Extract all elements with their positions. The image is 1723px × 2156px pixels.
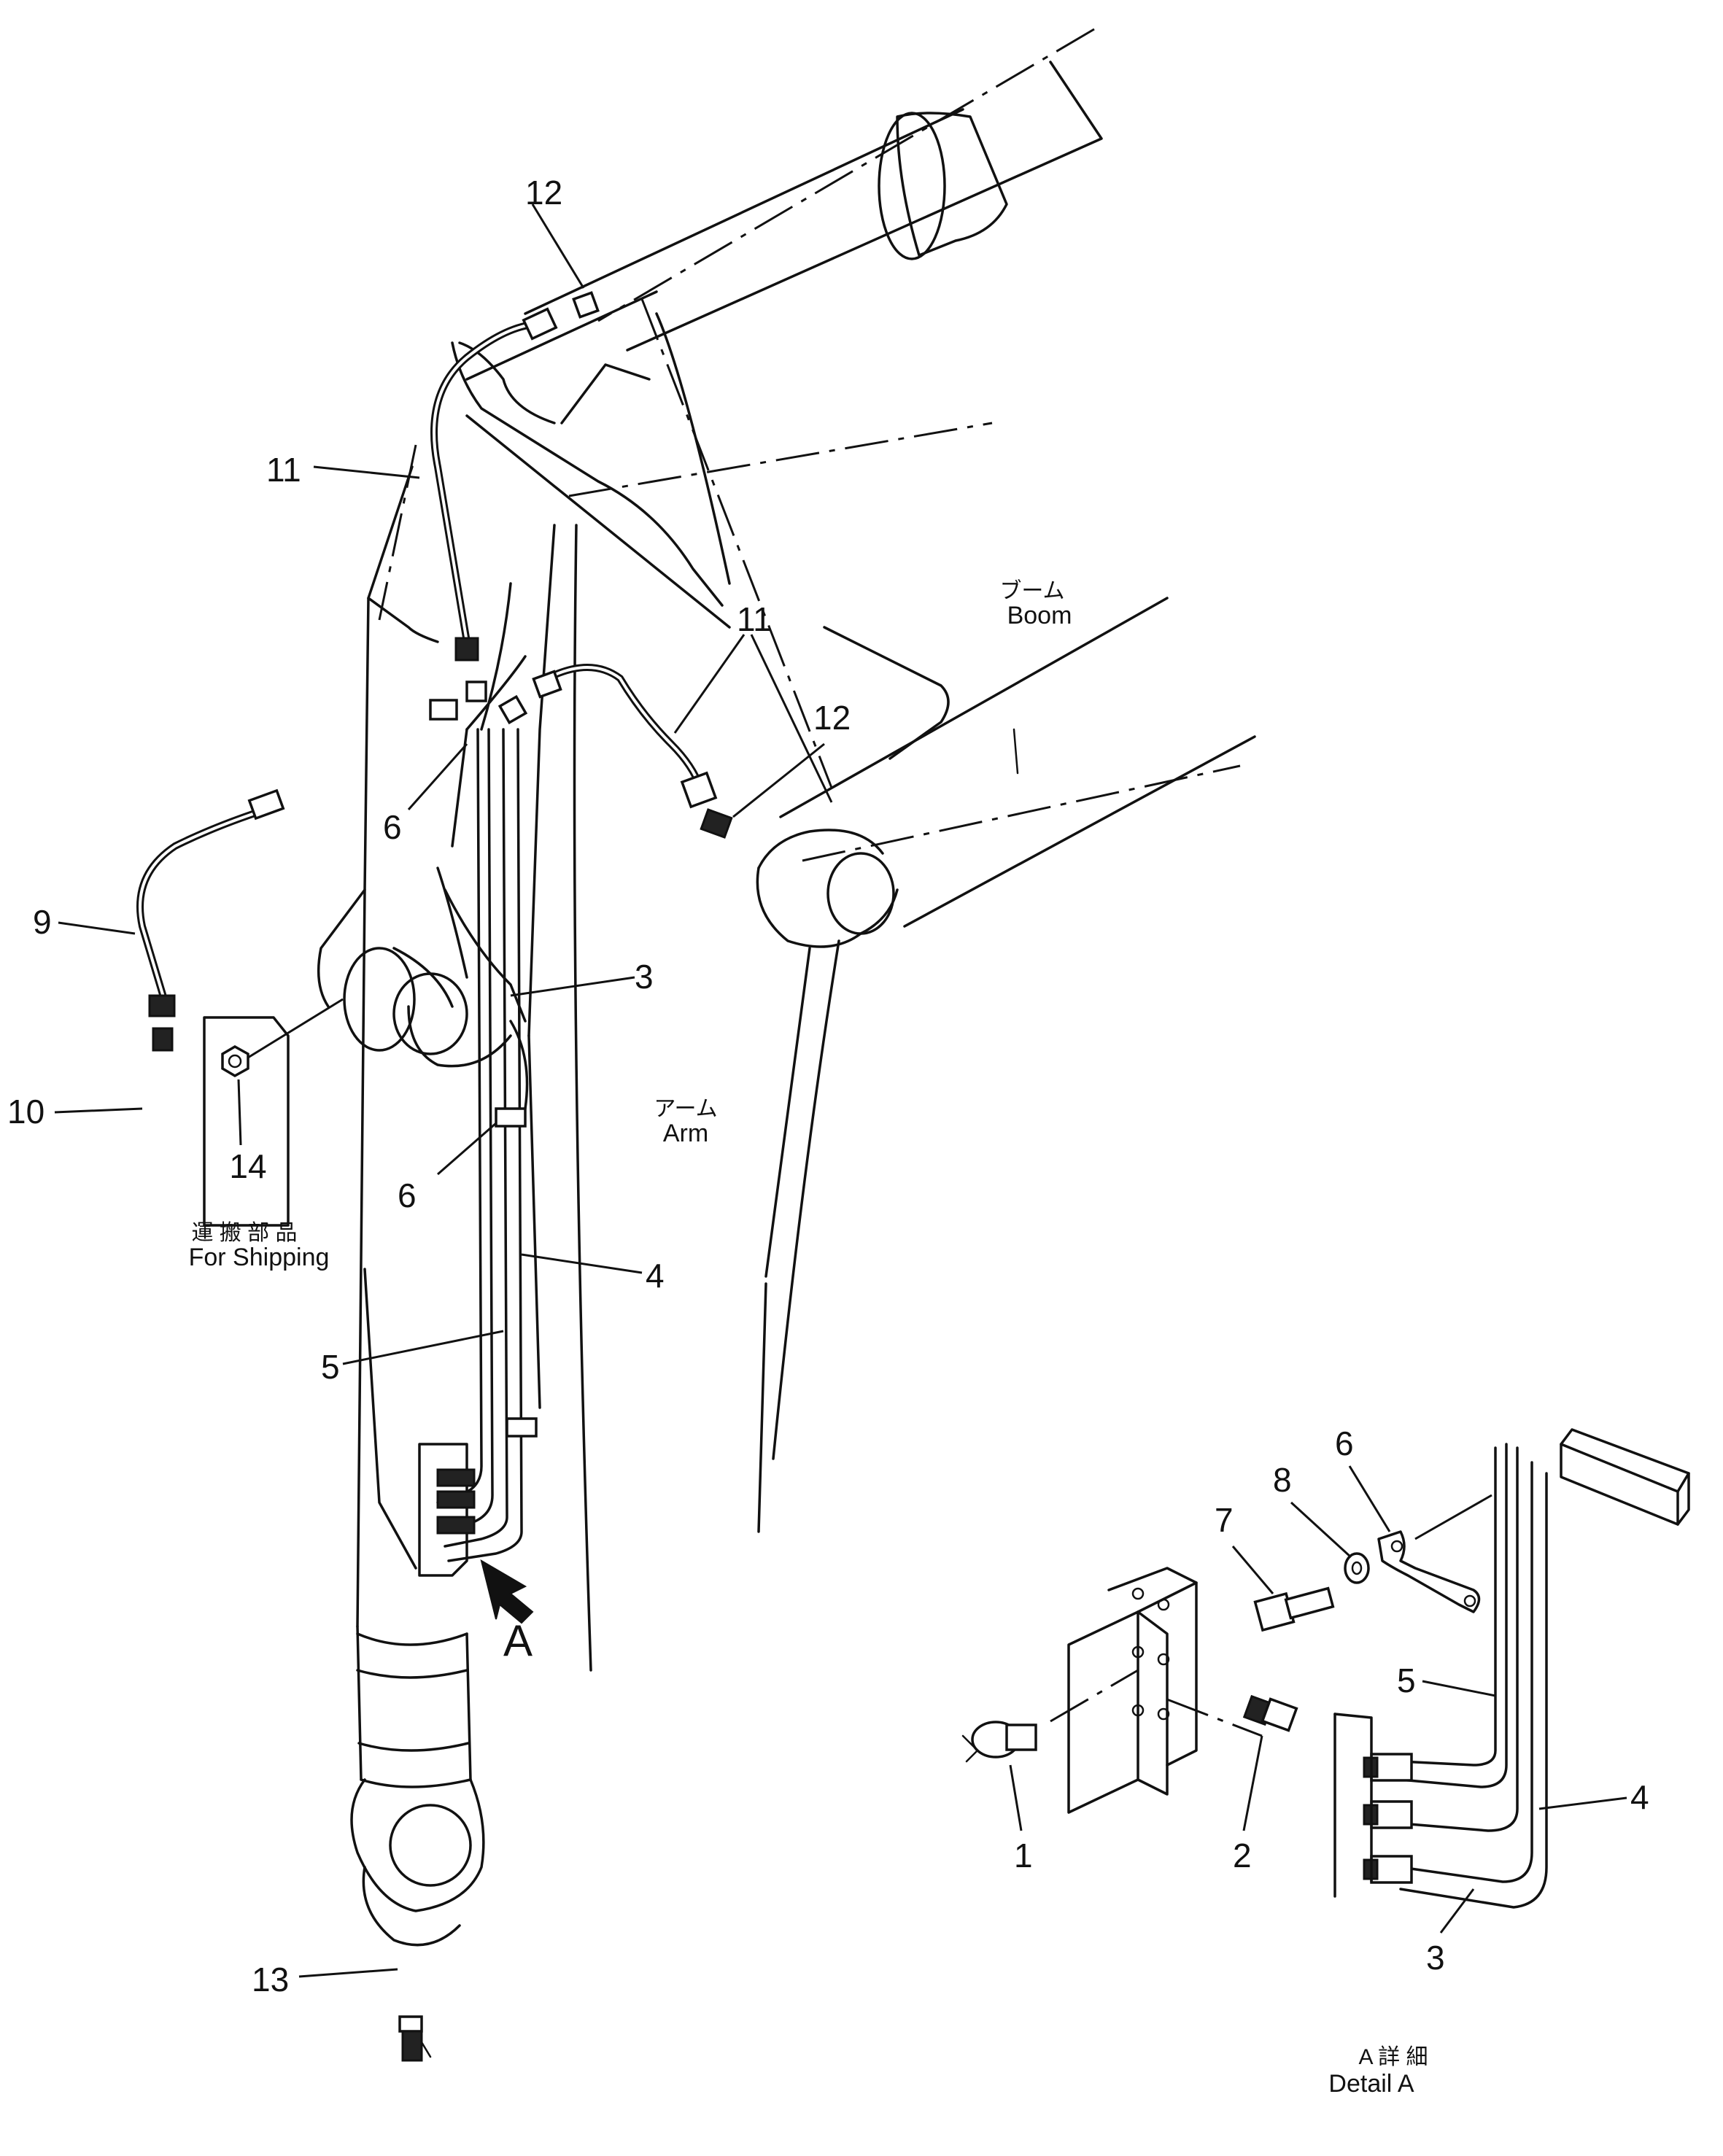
label-2: 2 bbox=[1233, 1837, 1252, 1874]
grease-fitting-13 bbox=[398, 2015, 432, 2062]
label-11-left: 11 bbox=[266, 451, 301, 489]
label-6-top: 6 bbox=[383, 808, 402, 846]
arrow-a-label: A bbox=[503, 1616, 533, 1665]
label-3-detail: 3 bbox=[1426, 1939, 1445, 1977]
label-10: 10 bbox=[7, 1093, 44, 1131]
boom-label-jp: ブーム bbox=[999, 579, 1064, 603]
arm-label-jp: アーム bbox=[654, 1097, 717, 1121]
pipes-3-4-5 bbox=[418, 582, 538, 1577]
shipping-en: For Shipping bbox=[189, 1244, 330, 1271]
arm-cylinder bbox=[350, 1625, 485, 1947]
boom-label-en: Boom bbox=[1007, 602, 1072, 629]
label-4-main: 4 bbox=[646, 1257, 665, 1295]
hose-11-right bbox=[543, 664, 704, 791]
label-5-main: 5 bbox=[321, 1348, 340, 1386]
label-12-top: 12 bbox=[525, 174, 562, 212]
leader-lines bbox=[54, 203, 1627, 1978]
label-7: 7 bbox=[1215, 1501, 1234, 1539]
arrow-a: A bbox=[480, 1559, 534, 1665]
part-7-bolt bbox=[1253, 1586, 1335, 1632]
detail-a bbox=[961, 1428, 1690, 1909]
hose-11-left bbox=[430, 321, 536, 645]
hose-9 bbox=[136, 802, 281, 1003]
arm-structure bbox=[317, 341, 724, 1672]
shipping-box: 14 bbox=[203, 998, 344, 1227]
part-1-sensor bbox=[961, 1721, 1037, 1763]
arm-label-en: Arm bbox=[663, 1120, 708, 1147]
label-14: 14 bbox=[229, 1147, 266, 1185]
label-5-detail: 5 bbox=[1397, 1661, 1416, 1699]
boom-cylinder bbox=[524, 28, 1103, 352]
part-2-fitting bbox=[1242, 1694, 1298, 1732]
boom-structure bbox=[465, 290, 1256, 1533]
label-4-detail: 4 bbox=[1630, 1778, 1649, 1816]
detail-label-en: Detail A bbox=[1328, 2070, 1414, 2098]
label-13: 13 bbox=[252, 1961, 289, 1998]
label-8: 8 bbox=[1273, 1461, 1292, 1499]
label-6-detail: 6 bbox=[1335, 1424, 1354, 1462]
label-11-right: 11 bbox=[737, 600, 772, 638]
label-12-right: 12 bbox=[813, 699, 851, 737]
label-6-mid: 6 bbox=[398, 1176, 417, 1214]
detail-label-jp: A 詳 細 bbox=[1358, 2045, 1428, 2069]
shipping-jp: 運 搬 部 品 bbox=[191, 1221, 297, 1245]
fittings-top bbox=[148, 291, 733, 1052]
label-3-main: 3 bbox=[635, 958, 654, 996]
label-9: 9 bbox=[33, 903, 52, 941]
label-1: 1 bbox=[1014, 1837, 1033, 1874]
